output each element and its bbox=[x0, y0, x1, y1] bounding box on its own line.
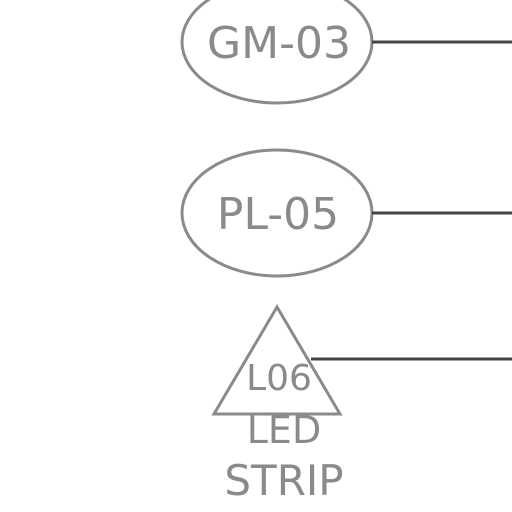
tag-label: GM-03 bbox=[207, 18, 351, 69]
tag-triangle bbox=[211, 304, 343, 416]
tag-gm-03: GM-03 bbox=[180, 0, 512, 105]
fixture-note-line2: STRIP bbox=[224, 456, 343, 505]
tag-l06: L06 bbox=[211, 304, 512, 416]
tag-pl-05: PL-05 bbox=[180, 148, 512, 278]
fixture-note-line1: LED bbox=[247, 408, 321, 452]
fixture-note: LED STRIP bbox=[224, 408, 343, 505]
tag-label: PL-05 bbox=[217, 189, 339, 240]
tag-label: L06 bbox=[246, 358, 312, 399]
